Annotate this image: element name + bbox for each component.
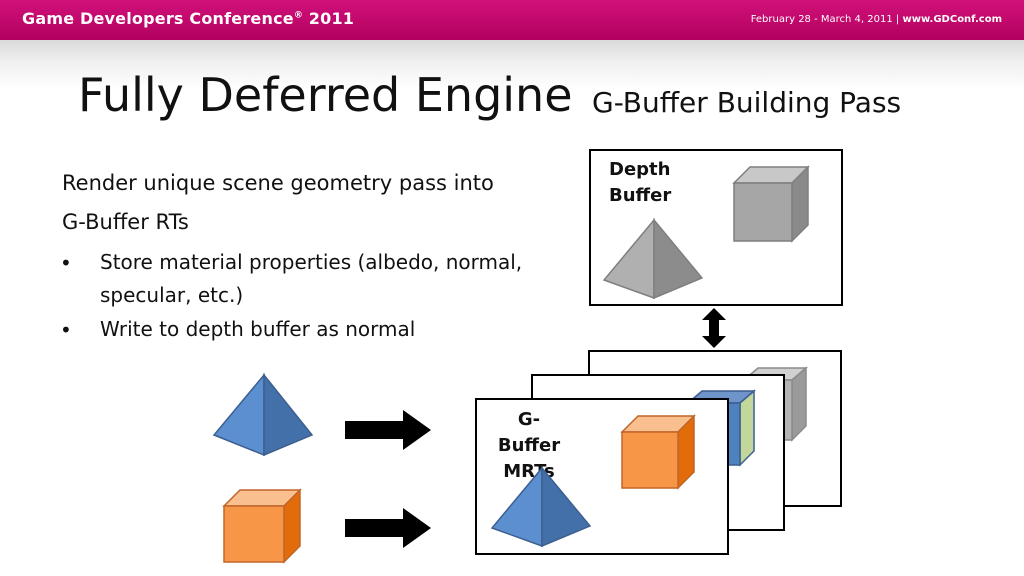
bullet-marker-2: • bbox=[60, 318, 72, 342]
arrow-right-icon-2 bbox=[345, 508, 431, 548]
orange-cube-icon bbox=[620, 414, 696, 490]
arrow-right-icon bbox=[345, 410, 431, 450]
bullet-2-line-1: Write to depth buffer as normal bbox=[100, 317, 416, 341]
body-line-1: Render unique scene geometry pass into bbox=[62, 171, 494, 195]
double-arrow-icon bbox=[702, 308, 726, 348]
slide-subtitle: G-Buffer Building Pass bbox=[592, 86, 902, 119]
conference-title: Game Developers Conference® 2011 bbox=[22, 9, 355, 28]
source-blue-pyramid-icon bbox=[212, 372, 314, 457]
header-texture-band bbox=[0, 40, 1024, 90]
conference-header-bar: Game Developers Conference® 2011 Februar… bbox=[0, 0, 1024, 40]
gray-pyramid-icon bbox=[602, 217, 704, 300]
blue-pyramid-icon bbox=[490, 465, 592, 548]
slide-title: Fully Deferred Engine bbox=[78, 68, 573, 122]
source-orange-cube-icon bbox=[222, 488, 302, 564]
gray-cube-icon bbox=[732, 165, 810, 243]
body-line-2: G-Buffer RTs bbox=[62, 210, 189, 234]
conference-info: February 28 - March 4, 2011 | www.GDConf… bbox=[750, 14, 1002, 25]
bullet-1-line-2: specular, etc.) bbox=[100, 283, 244, 307]
conference-url[interactable]: www.GDConf.com bbox=[902, 14, 1002, 25]
bullet-marker-1: • bbox=[60, 251, 72, 275]
bullet-1-line-1: Store material properties (albedo, norma… bbox=[100, 250, 523, 274]
